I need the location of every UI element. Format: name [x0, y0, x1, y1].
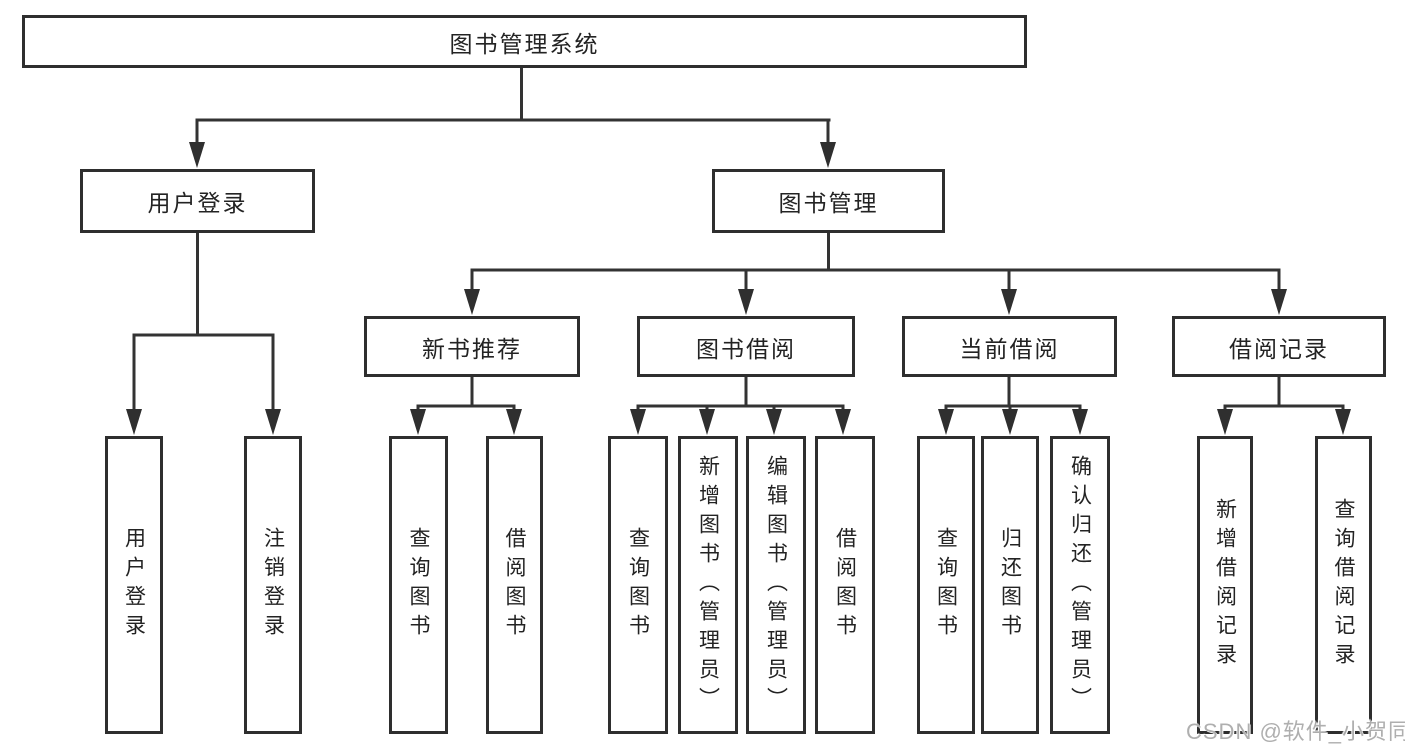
leaf-user-login: 用户登录: [105, 436, 163, 734]
arrow-down-icon: [410, 409, 426, 435]
arrow-down-icon: [1072, 409, 1088, 435]
arrow-down-icon: [265, 409, 281, 435]
arrow-down-icon: [1001, 289, 1017, 315]
arrow-down-icon: [1002, 409, 1018, 435]
node-library-management-system: 图书管理系统: [22, 15, 1027, 68]
node-book-borrowing: 图书借阅: [637, 316, 855, 377]
arrow-down-icon: [766, 409, 782, 435]
arrow-down-icon: [1217, 409, 1233, 435]
leaf-confirm-return-admin: 确认归还（管理员）: [1050, 436, 1110, 734]
leaf-borrow-books: 借阅图书: [815, 436, 875, 734]
csdn-watermark: CSDN @软件_小贺同学: [1186, 719, 1405, 744]
arrow-down-icon: [1271, 289, 1287, 315]
arrow-down-icon: [699, 409, 715, 435]
arrow-down-icon: [189, 142, 205, 168]
leaf-return-book: 归还图书: [981, 436, 1039, 734]
arrow-down-icon: [938, 409, 954, 435]
arrow-down-icon: [506, 409, 522, 435]
leaf-add-book-admin: 新增图书（管理员）: [678, 436, 738, 734]
node-new-book-recommend: 新书推荐: [364, 316, 580, 377]
arrow-down-icon: [738, 289, 754, 315]
leaf-edit-book-admin: 编辑图书（管理员）: [746, 436, 806, 734]
leaf-query-borrow-record: 查询借阅记录: [1315, 436, 1372, 734]
node-current-borrowing: 当前借阅: [902, 316, 1117, 377]
leaf-query-books: 查询图书: [389, 436, 448, 734]
node-user-login-group: 用户登录: [80, 169, 315, 233]
arrow-down-icon: [1335, 409, 1351, 435]
leaf-add-borrow-record: 新增借阅记录: [1197, 436, 1253, 734]
leaf-query-books: 查询图书: [608, 436, 668, 734]
leaf-query-books: 查询图书: [917, 436, 975, 734]
node-borrowing-records: 借阅记录: [1172, 316, 1386, 377]
leaf-borrow-books: 借阅图书: [486, 436, 543, 734]
arrow-down-icon: [835, 409, 851, 435]
node-book-management: 图书管理: [712, 169, 945, 233]
arrow-down-icon: [126, 409, 142, 435]
arrow-down-icon: [630, 409, 646, 435]
arrow-down-icon: [464, 289, 480, 315]
arrow-down-icon: [820, 142, 836, 168]
leaf-logout: 注销登录: [244, 436, 302, 734]
